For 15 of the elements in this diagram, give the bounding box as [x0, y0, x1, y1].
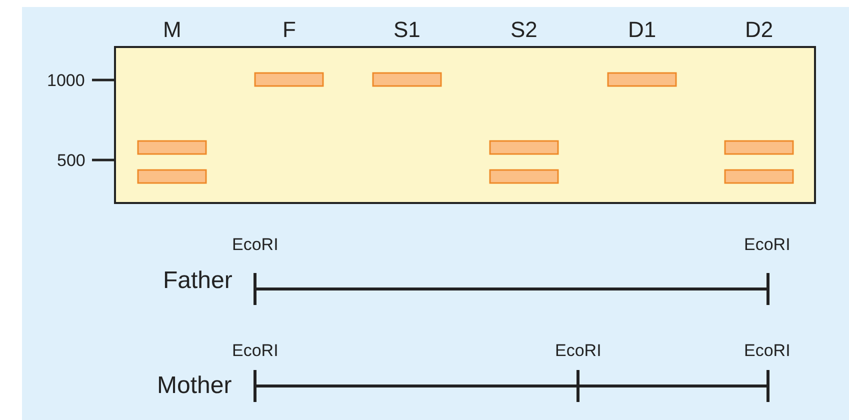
lane-label: S1	[394, 19, 420, 41]
lane-label: D2	[745, 19, 774, 41]
lane-label: M	[163, 19, 182, 41]
lane-label: D1	[628, 19, 656, 41]
restriction-map-label: Father	[163, 269, 232, 293]
restriction-map-label: Mother	[157, 374, 232, 398]
restriction-site-label: EcoRI	[232, 342, 278, 358]
restriction-site-label: EcoRI	[744, 236, 790, 252]
lane-label: F	[282, 19, 296, 41]
lane-label: S2	[510, 19, 538, 41]
restriction-site-label: EcoRI	[744, 342, 790, 358]
size-marker-label: 500	[57, 152, 86, 168]
restriction-site-label: EcoRI	[555, 342, 602, 358]
size-marker-label: 1000	[47, 72, 85, 88]
restriction-site-label: EcoRI	[232, 236, 278, 252]
